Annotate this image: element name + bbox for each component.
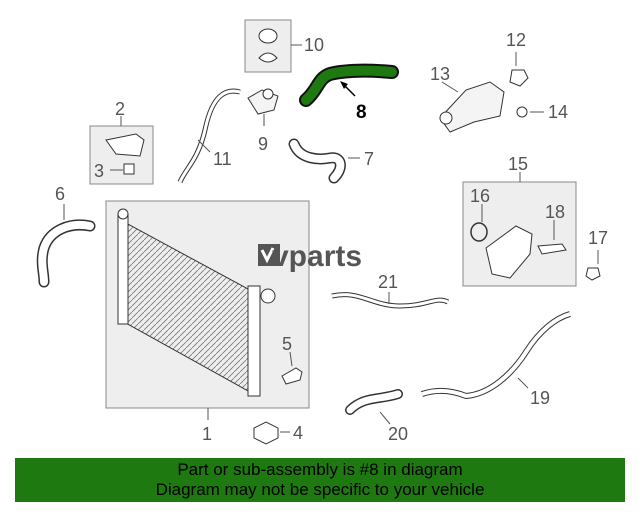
callout-9[interactable]: 9 bbox=[258, 134, 268, 154]
callout-1[interactable]: 1 bbox=[202, 424, 212, 444]
part-21-hose[interactable] bbox=[331, 292, 450, 309]
part-1-radiator[interactable] bbox=[105, 200, 310, 420]
callout-2[interactable]: 2 bbox=[115, 99, 125, 119]
part-5-drain-plug[interactable] bbox=[281, 351, 303, 385]
banner-line-1: Part or sub-assembly is #8 in diagram bbox=[177, 460, 463, 479]
callout-10[interactable]: 10 bbox=[304, 35, 324, 55]
callout-12[interactable]: 12 bbox=[506, 30, 526, 50]
callout-19[interactable]: 19 bbox=[530, 388, 550, 408]
part-11-tube[interactable] bbox=[177, 88, 241, 184]
part-info-banner: Part or sub-assembly is #8 in diagram Di… bbox=[15, 458, 625, 502]
callout-7[interactable]: 7 bbox=[364, 149, 374, 169]
callout-18[interactable]: 18 bbox=[545, 202, 565, 222]
callout-21[interactable]: 21 bbox=[378, 272, 398, 292]
callout-16[interactable]: 16 bbox=[470, 186, 490, 206]
callout-4[interactable]: 4 bbox=[293, 423, 303, 443]
part-9-fitting[interactable] bbox=[247, 88, 279, 126]
banner-line-2: Diagram may not be specific to your vehi… bbox=[155, 480, 485, 499]
callout-6[interactable]: 6 bbox=[55, 184, 65, 204]
part-8-hose-highlighted[interactable] bbox=[299, 63, 399, 107]
part-7-hose[interactable] bbox=[288, 138, 360, 184]
part-19-pipe[interactable] bbox=[421, 311, 571, 400]
callout-11[interactable]: 11 bbox=[213, 149, 232, 169]
part-20-hose[interactable] bbox=[345, 389, 403, 425]
part-6-hose[interactable] bbox=[36, 204, 96, 288]
part-4-mount[interactable] bbox=[253, 421, 290, 445]
callout-8[interactable]: 8 bbox=[356, 102, 367, 123]
callout-3[interactable]: 3 bbox=[94, 161, 104, 181]
part-13-housing[interactable] bbox=[439, 81, 505, 133]
part-12-sensor[interactable] bbox=[509, 52, 529, 87]
part-10-cap[interactable] bbox=[244, 19, 302, 73]
part-15-thermostat-assembly-box[interactable] bbox=[462, 172, 577, 287]
part-3-clip[interactable] bbox=[110, 163, 135, 175]
vparts-watermark: vparts bbox=[258, 240, 362, 273]
callout-14[interactable]: 14 bbox=[548, 102, 568, 122]
callout-15[interactable]: 15 bbox=[508, 154, 528, 174]
part-17-bolt[interactable] bbox=[585, 250, 601, 281]
watermark-brand: vparts bbox=[272, 240, 362, 273]
part-2-bracket[interactable] bbox=[89, 116, 154, 185]
callout-13[interactable]: 13 bbox=[430, 64, 450, 84]
callout-20[interactable]: 20 bbox=[388, 424, 408, 444]
callout-17[interactable]: 17 bbox=[588, 228, 608, 248]
callout-5[interactable]: 5 bbox=[282, 334, 292, 354]
part-14-bolt[interactable] bbox=[516, 106, 544, 118]
